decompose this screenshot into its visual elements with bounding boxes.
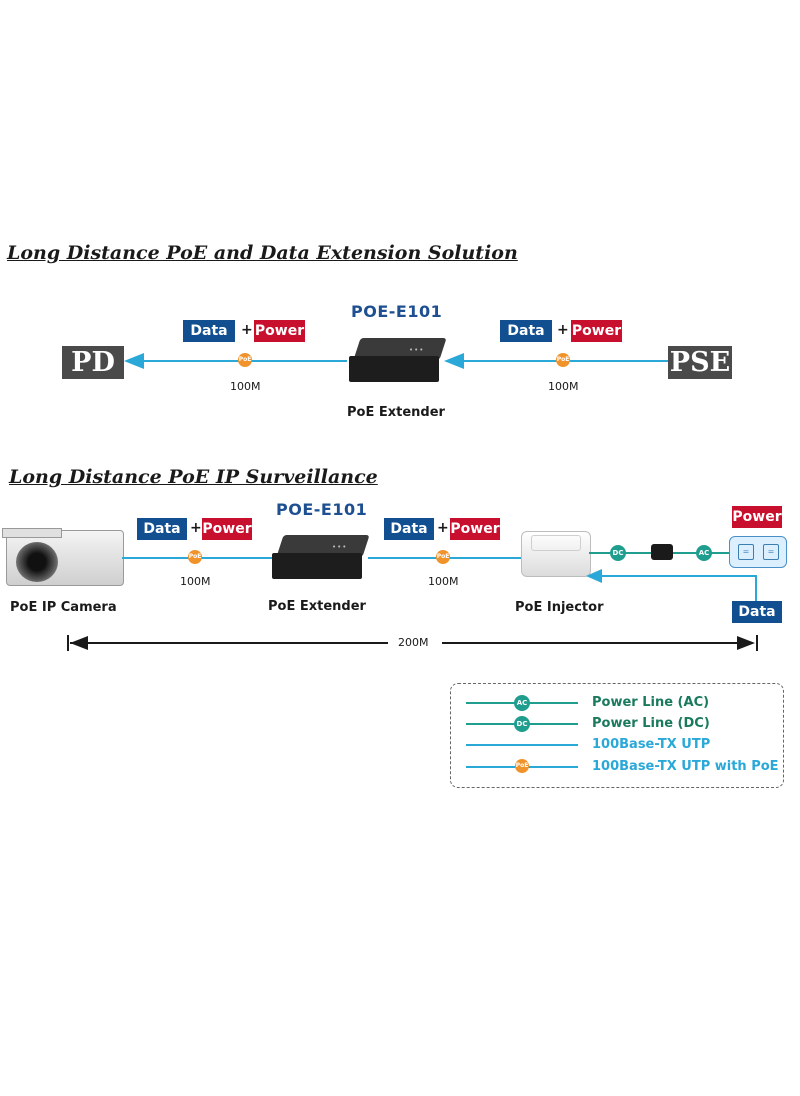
legend-ac-badge: AC	[514, 695, 530, 711]
arrowhead-left-icon	[124, 353, 144, 369]
total-distance-label: 200M	[398, 636, 429, 649]
injector-caption: PoE Injector	[515, 600, 604, 615]
poe-badge: PoE	[556, 353, 570, 367]
socket-icon: =	[763, 544, 779, 560]
link-speed: 100M	[548, 380, 579, 393]
plus-sign: +	[437, 520, 449, 536]
legend-label-utp: 100Base-TX UTP	[592, 737, 711, 752]
section2-title: Long Distance PoE IP Surveillance	[9, 466, 378, 488]
data-feed-line	[600, 575, 757, 577]
socket-icon: =	[738, 544, 754, 560]
power-adapter-icon	[651, 544, 673, 560]
legend-utp-line	[466, 744, 578, 746]
dc-badge: DC	[610, 545, 626, 561]
data-tag: Data	[137, 518, 187, 540]
camera-caption: PoE IP Camera	[10, 600, 117, 615]
plus-sign: +	[241, 322, 253, 338]
extender-caption: PoE Extender	[268, 599, 366, 614]
poe-injector-device	[521, 531, 591, 577]
data-tag: Data	[732, 601, 782, 623]
power-tag: Power	[732, 506, 782, 528]
ac-badge: AC	[696, 545, 712, 561]
extender-caption: PoE Extender	[347, 405, 445, 420]
link-speed: 100M	[180, 575, 211, 588]
legend-poe-badge: PoE	[515, 759, 529, 773]
arrowhead-right-icon	[444, 353, 464, 369]
legend-label-ac: Power Line (AC)	[592, 695, 710, 710]
pd-endpoint: PD	[62, 346, 124, 379]
poe-badge: PoE	[238, 353, 252, 367]
legend-box	[450, 683, 784, 788]
power-tag: Power	[254, 320, 305, 342]
legend-label-utp-poe: 100Base-TX UTP with PoE	[592, 759, 779, 774]
section2-model-label: POE-E101	[276, 500, 368, 519]
section1-model-label: POE-E101	[351, 302, 443, 321]
section1-title: Long Distance PoE and Data Extension Sol…	[7, 242, 518, 264]
dimension-arrow-left-icon	[70, 636, 88, 650]
arrowhead-injector-icon	[586, 569, 602, 583]
link-speed: 100M	[428, 575, 459, 588]
dimension-arrow-right-icon	[737, 636, 755, 650]
pse-endpoint: PSE	[668, 346, 732, 379]
power-tag: Power	[450, 518, 500, 540]
plus-sign: +	[557, 322, 569, 338]
poe-badge: PoE	[188, 550, 202, 564]
data-tag: Data	[384, 518, 434, 540]
legend-dc-badge: DC	[514, 716, 530, 732]
link-speed: 100M	[230, 380, 261, 393]
dimension-line-right	[442, 642, 738, 644]
data-tag: Data	[183, 320, 235, 342]
poe-badge: PoE	[436, 550, 450, 564]
injector-panel	[531, 535, 581, 551]
power-tag: Power	[202, 518, 252, 540]
dimension-tick-left	[67, 635, 69, 651]
dimension-tick-right	[756, 635, 758, 651]
poe-extender-device: •••	[272, 535, 372, 581]
dimension-line-left	[70, 642, 388, 644]
power-tag: Power	[571, 320, 622, 342]
plus-sign: +	[190, 520, 202, 536]
data-feed-line-vertical	[755, 575, 757, 602]
legend-label-dc: Power Line (DC)	[592, 716, 710, 731]
poe-extender-device: •••	[349, 338, 449, 384]
data-tag: Data	[500, 320, 552, 342]
